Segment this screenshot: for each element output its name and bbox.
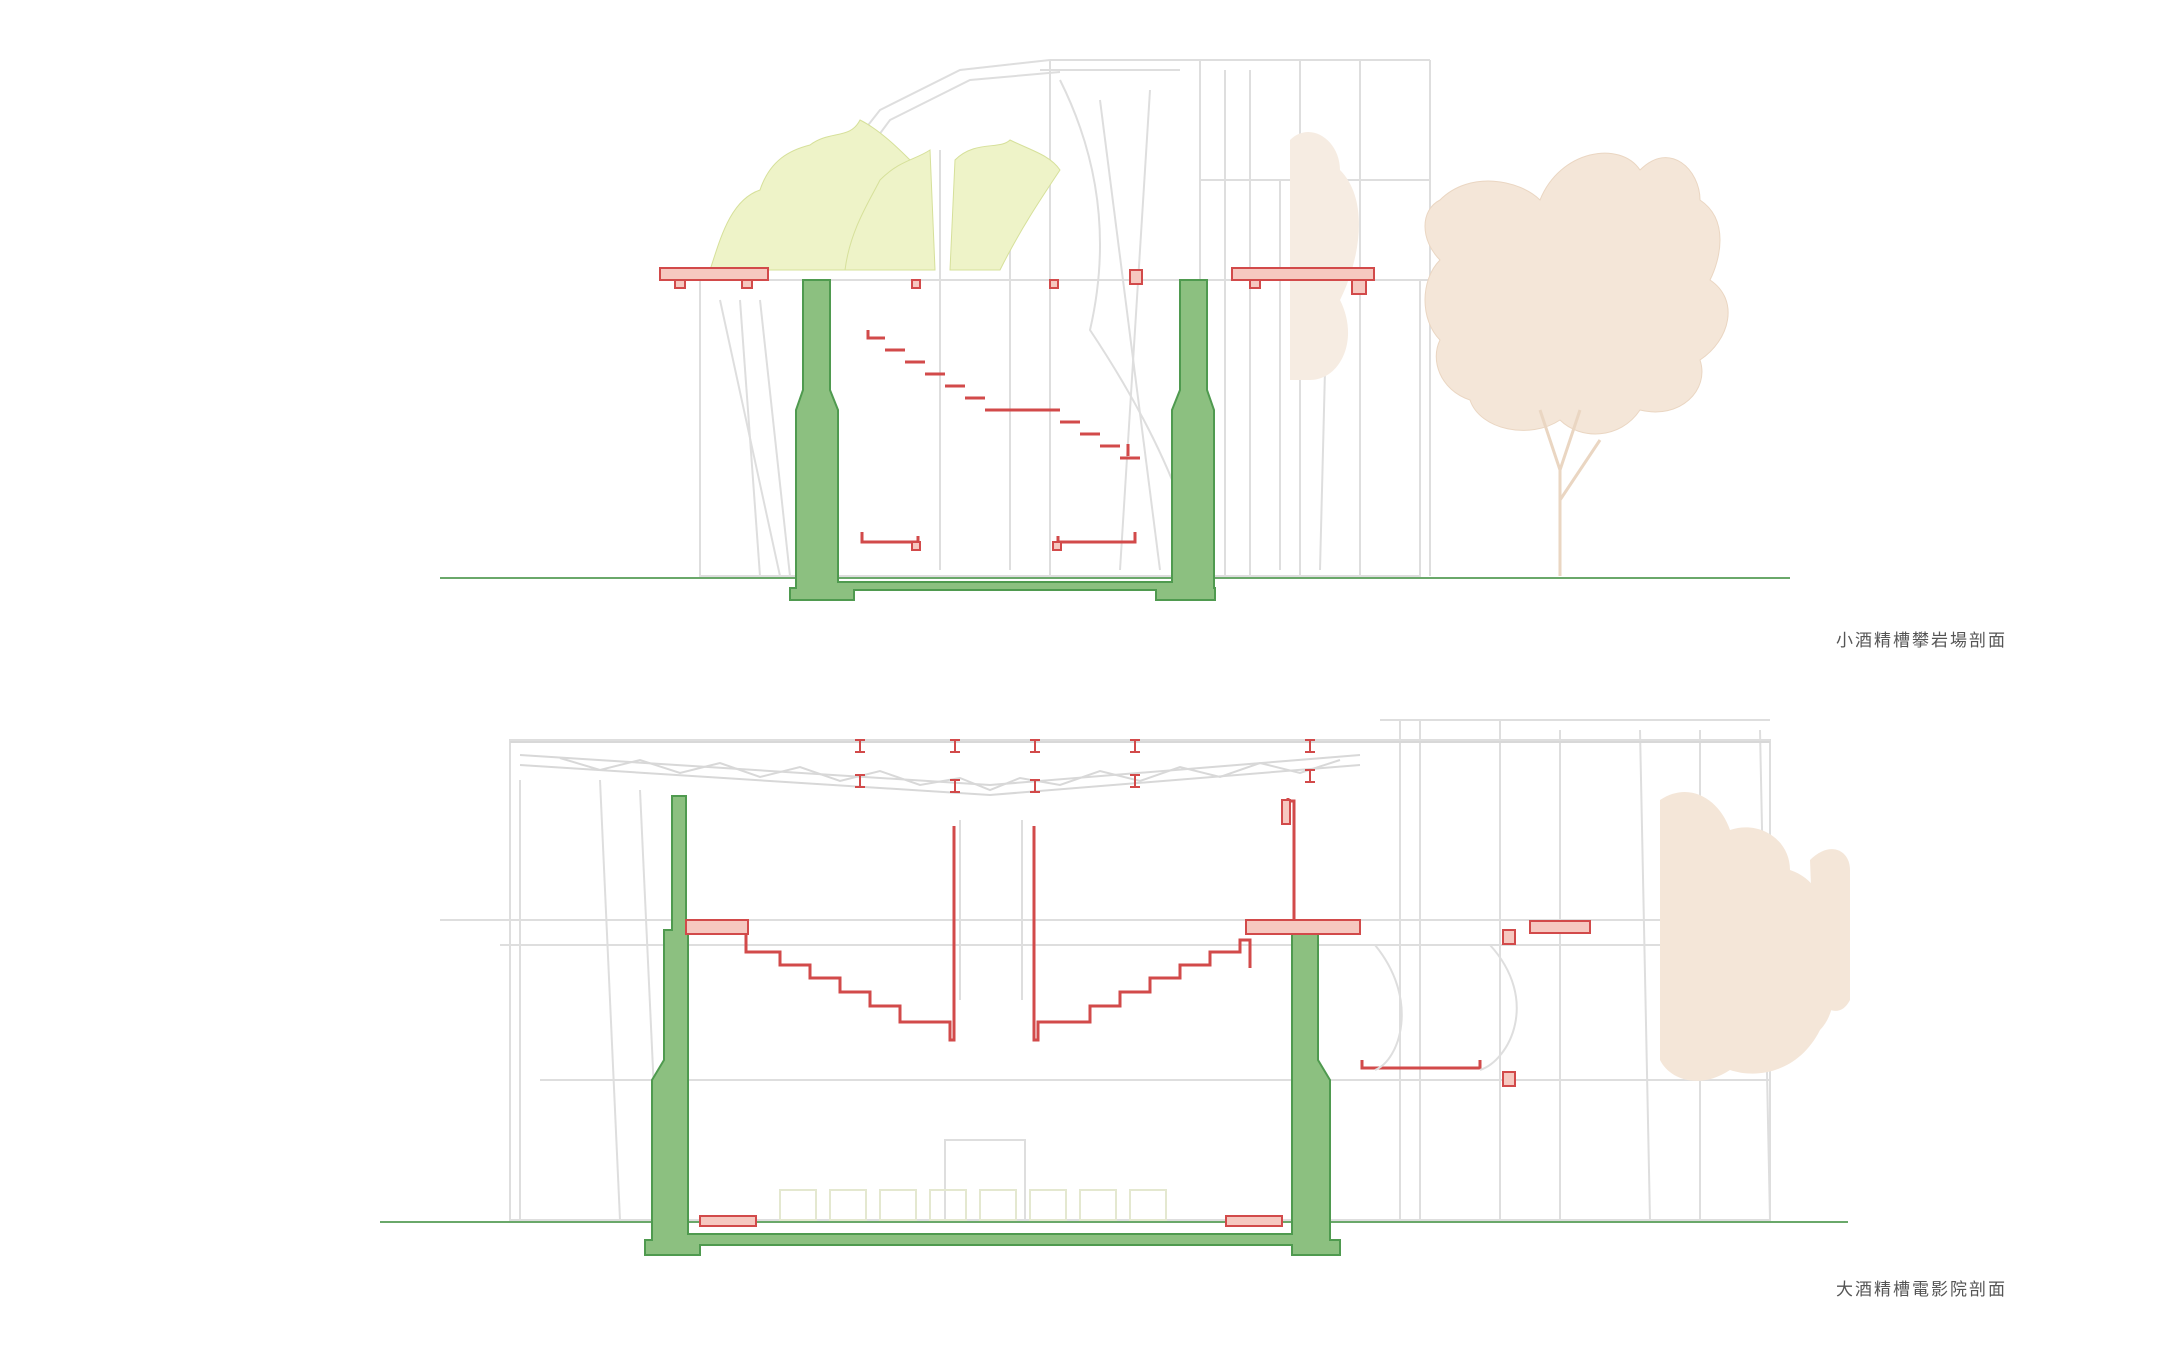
background-elevation-lines [699,59,1431,577]
cinema-slabs [685,799,1591,1227]
climbing-section [440,59,1790,601]
background-tree-canopy-bottom [1660,791,1835,1081]
roof-slabs-top [659,267,1375,295]
benches-top [860,532,1137,544]
section-caption-climbing: 小酒精槽攀岩場剖面 [1836,631,2007,651]
concrete-tank-section-bottom [644,795,1341,1256]
concrete-tank-section-top [789,279,1216,601]
foliage-right [949,139,1061,271]
background-tree-canopy-bottom-2 [1810,849,1850,1011]
floor-seats [779,1189,1167,1221]
seating-tiers [744,798,1482,1070]
background-tree-trunk [1538,409,1602,576]
background-tree-left [1290,131,1359,380]
foliage-center [844,149,936,271]
bench-blocks-top [911,541,1062,551]
roof-beam-markers [855,739,1315,793]
background-tree-canopy [1424,152,1729,435]
roof-truss [510,741,1770,797]
stair-steps-top [866,330,1140,460]
cinema-section [380,719,1850,1256]
background-elevation-lines-bottom [440,719,1771,1221]
section-caption-cinema: 大酒精槽電影院剖面 [1836,1280,2007,1300]
spiral-stair-outline [1374,944,1518,1071]
